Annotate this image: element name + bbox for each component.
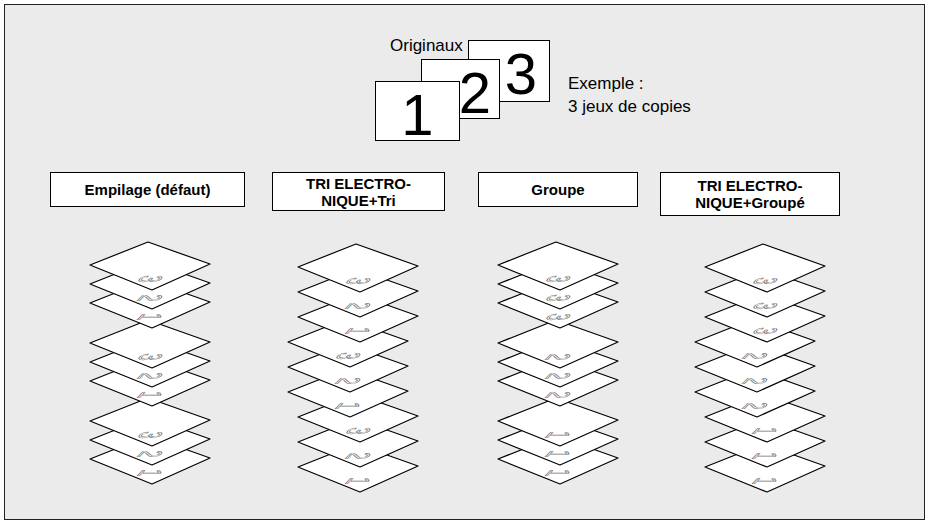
page-number: 2: [736, 377, 773, 384]
page-number: 1: [746, 427, 783, 434]
page-number: 3: [505, 45, 537, 103]
sheet-shape: [90, 436, 210, 484]
sheet-shape: [498, 436, 618, 484]
page-number: 3: [329, 352, 366, 359]
page-number: 3: [339, 277, 376, 284]
page-number: 1: [131, 469, 168, 476]
mode-label: TRI ELECTRO- NIQUE+Tri: [279, 175, 438, 209]
page-number: 2: [131, 294, 168, 301]
page-number: 3: [339, 427, 376, 434]
original-page: 1: [375, 81, 460, 141]
mode-label: Groupe: [531, 181, 584, 198]
mode-label: TRI ELECTRO- NIQUE+Groupé: [667, 177, 833, 211]
page-number: 2: [329, 377, 366, 384]
frame-background: [5, 5, 925, 520]
page-number: 2: [131, 372, 168, 379]
copy-sheet: 3: [703, 242, 827, 294]
page-number: 3: [131, 275, 168, 282]
page-number: 2: [339, 302, 376, 309]
page-number: 1: [539, 469, 576, 476]
sheet-shape: [298, 444, 418, 492]
page-number: 1: [539, 431, 576, 438]
page-number: 2: [459, 64, 491, 122]
page-number: 3: [746, 302, 783, 309]
sheet-shape: [705, 444, 825, 492]
page-number: 3: [746, 277, 783, 284]
example-label: 3 jeux de copies: [568, 97, 691, 117]
sheet-outline: [296, 242, 420, 294]
copy-sheet: 3: [496, 240, 620, 292]
page-number: 2: [539, 353, 576, 360]
mode-label-box: Groupe: [478, 172, 638, 207]
page-number: 2: [131, 450, 168, 457]
sheet-outline: [88, 240, 212, 292]
mode-label-box: TRI ELECTRO- NIQUE+Groupé: [660, 172, 840, 216]
example-label: Exemple :: [568, 74, 644, 94]
page-number: 3: [746, 327, 783, 334]
sheet-shape: [498, 358, 618, 406]
sheet-shape: [90, 358, 210, 406]
page-number: 1: [746, 477, 783, 484]
caption-label: Originaux: [390, 36, 463, 56]
page-number: 1: [329, 402, 366, 409]
page-number: 2: [539, 391, 576, 398]
page-number: 1: [401, 86, 433, 144]
page-number: 1: [131, 313, 168, 320]
page-number: 3: [131, 431, 168, 438]
page-number: 1: [131, 391, 168, 398]
mode-label-box: TRI ELECTRO- NIQUE+Tri: [272, 172, 445, 211]
copy-sheet: 3: [88, 240, 212, 292]
page-number: 3: [539, 275, 576, 282]
mode-label-box: Empilage (défaut): [50, 172, 245, 207]
page-number: 3: [539, 294, 576, 301]
page-number: 2: [736, 402, 773, 409]
mode-label: Empilage (défaut): [85, 181, 211, 198]
sheet-outline: [703, 242, 827, 294]
page-number: 2: [736, 352, 773, 359]
page-number: 3: [131, 353, 168, 360]
page-number: 2: [339, 452, 376, 459]
page-number: 3: [539, 313, 576, 320]
sheet-shape: [90, 280, 210, 328]
page-number: 2: [539, 372, 576, 379]
sheet-outline: [496, 240, 620, 292]
page-number: 1: [339, 327, 376, 334]
page-number: 1: [339, 477, 376, 484]
page-number: 1: [746, 452, 783, 459]
copy-sheet: 3: [296, 242, 420, 294]
sheet-shape: [498, 280, 618, 328]
page-number: 1: [539, 450, 576, 457]
